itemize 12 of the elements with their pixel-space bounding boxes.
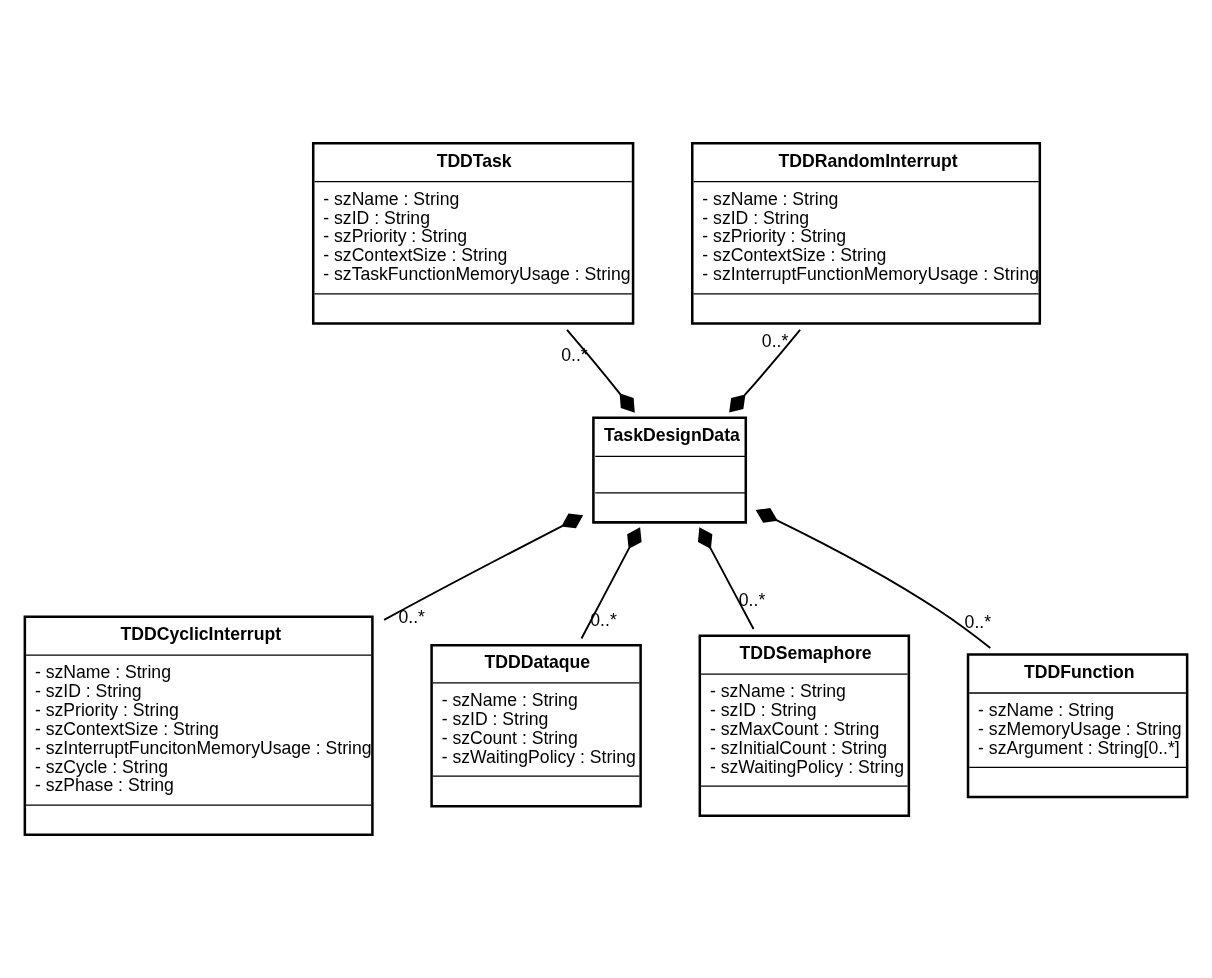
connector: [580, 527, 642, 640]
connector: [697, 527, 755, 630]
connector: [383, 513, 584, 621]
connector: [566, 328, 635, 413]
edge-label: 0..*: [398, 606, 425, 627]
edge-label: 0..*: [590, 610, 617, 631]
edge-label: 0..*: [561, 345, 588, 366]
connector: [729, 328, 802, 413]
edge-label: 0..*: [964, 611, 992, 632]
edge-label: 0..*: [738, 590, 766, 611]
edge-label: 0..*: [761, 330, 789, 351]
connector: [755, 508, 992, 649]
